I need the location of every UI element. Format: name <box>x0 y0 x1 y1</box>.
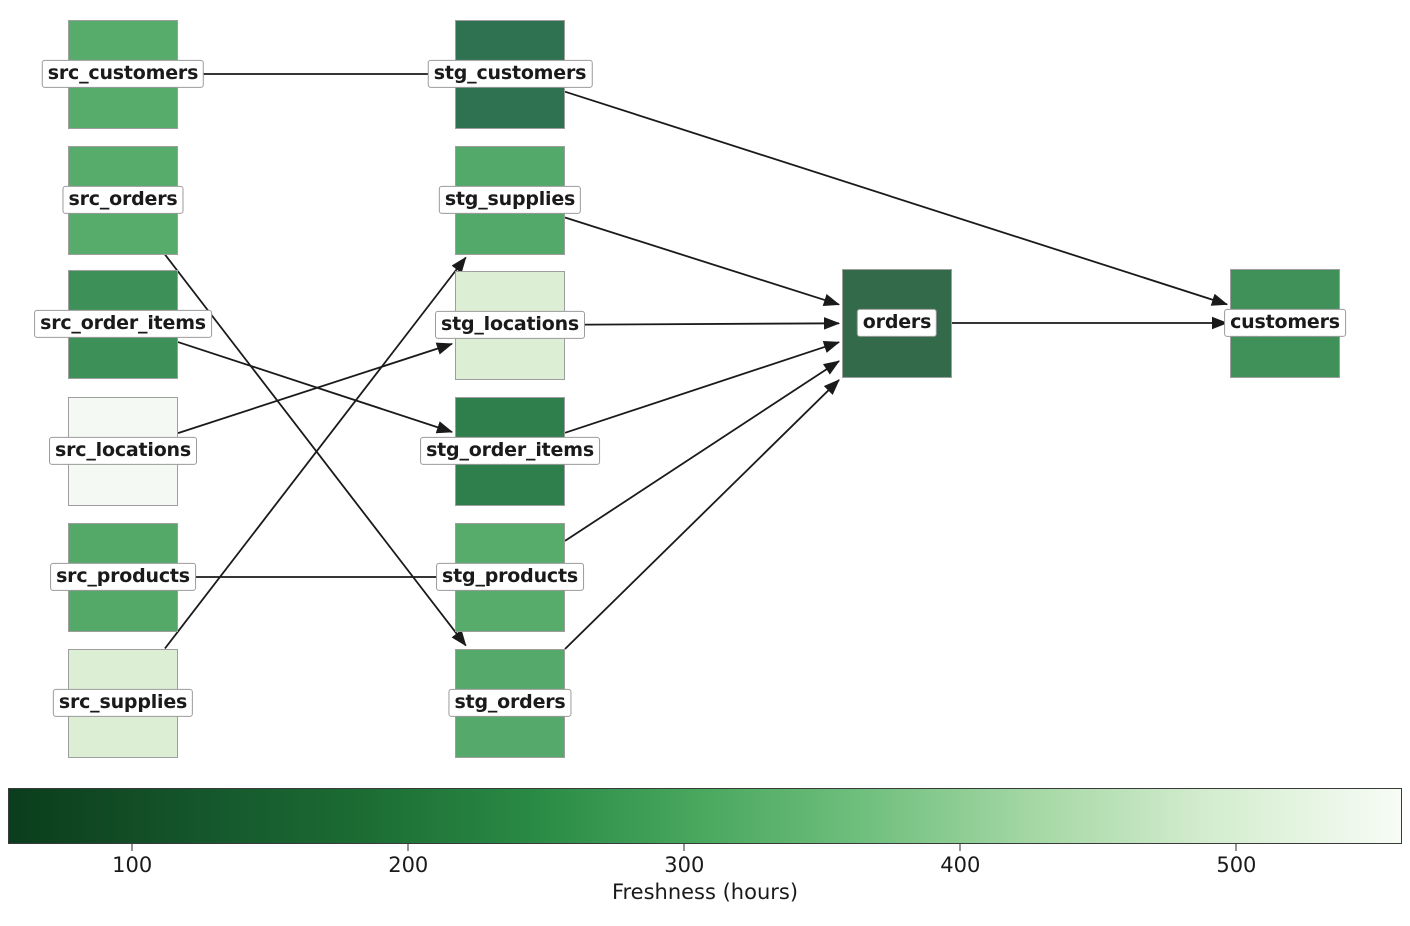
colorbar-tick-label-300: 300 <box>664 853 705 877</box>
colorbar-tick-label-500: 500 <box>1216 853 1257 877</box>
colorbar-tick-label-400: 400 <box>940 853 981 877</box>
node-label-stg_order_items: stg_order_items <box>420 436 600 466</box>
node-label-src_supplies: src_supplies <box>52 688 194 718</box>
colorbar-tick-400 <box>959 844 961 851</box>
node-label-src_locations: src_locations <box>49 436 197 466</box>
node-label-stg_products: stg_products <box>436 562 584 592</box>
edge-stg_products-to-orders <box>564 360 840 542</box>
node-label-orders: orders <box>856 308 938 338</box>
node-label-stg_orders: stg_orders <box>448 688 572 718</box>
colorbar-tick-300 <box>683 844 685 851</box>
node-label-src_customers: src_customers <box>41 59 205 89</box>
node-label-stg_supplies: stg_supplies <box>438 185 582 215</box>
colorbar-gradient <box>8 788 1402 844</box>
node-label-src_products: src_products <box>50 562 196 592</box>
edge-stg_locations-to-orders <box>564 317 841 330</box>
colorbar-ticks: 100 200 300 400 500 <box>8 844 1402 884</box>
colorbar-tick-label-200: 200 <box>388 853 429 877</box>
colorbar-tick-500 <box>1235 844 1237 851</box>
node-label-customers: customers <box>1224 308 1346 338</box>
edge-src_orders-to-stg_orders <box>164 253 467 647</box>
edge-stg_orders-to-orders <box>564 379 840 650</box>
node-label-stg_customers: stg_customers <box>427 59 593 89</box>
node-label-stg_locations: stg_locations <box>434 310 586 340</box>
edge-stg_order_items-to-orders <box>564 340 841 434</box>
colorbar-tick-label-100: 100 <box>112 853 153 877</box>
edge-stg_customers-to-customers <box>564 90 1229 306</box>
edge-src_locations-to-stg_locations <box>177 342 454 434</box>
colorbar-tick-100 <box>131 844 133 851</box>
node-label-src_orders: src_orders <box>62 185 184 215</box>
edge-src_order_items-to-stg_order_items <box>177 341 454 434</box>
colorbar-label: Freshness (hours) <box>611 880 799 904</box>
colorbar-tick-200 <box>407 844 409 851</box>
edge-layer <box>164 73 1229 650</box>
colorbar: 100 200 300 400 500 <box>8 788 1402 884</box>
edge-src_supplies-to-stg_supplies <box>164 256 467 650</box>
node-label-src_order_items: src_order_items <box>34 309 212 339</box>
edge-stg_supplies-to-orders <box>564 216 841 306</box>
